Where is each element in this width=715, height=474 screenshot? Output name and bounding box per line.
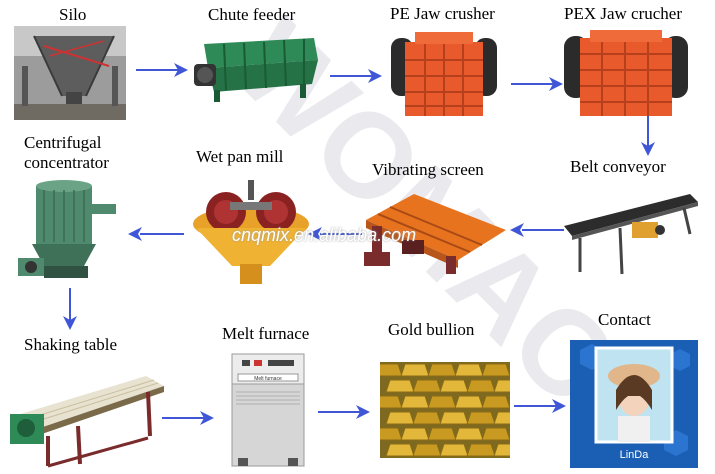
- label-shaking-table: Shaking table: [24, 335, 117, 354]
- gold-bar: [428, 428, 456, 440]
- gold-bar: [401, 396, 429, 408]
- gold-bar: [482, 396, 510, 408]
- label-silo: Silo: [59, 5, 86, 24]
- shaking-table-image: [8, 366, 168, 470]
- arrow-gold-to-contact: [512, 398, 568, 414]
- label-melt-furnace: Melt furnace: [222, 324, 309, 343]
- contact-card[interactable]: LinDa: [570, 340, 698, 468]
- pex-jaw-crusher-image: [562, 28, 690, 120]
- watermark-url: cnqmix.en.alibaba.com: [232, 226, 416, 245]
- label-vibrating-screen: Vibrating screen: [372, 160, 484, 179]
- arrow-pe-to-pex: [509, 76, 565, 92]
- gold-bullion-image: [380, 362, 510, 458]
- gold-bar: [455, 428, 483, 440]
- gold-bar: [440, 380, 468, 392]
- furnace-plate-text: Melt furnace: [254, 376, 282, 382]
- gold-bar: [380, 428, 402, 440]
- label-pex-jaw-crusher: PEX Jaw crucher: [564, 4, 682, 23]
- label-pe-jaw-crusher: PE Jaw crusher: [390, 4, 495, 23]
- label-chute-feeder: Chute feeder: [208, 5, 295, 24]
- gold-bar: [455, 364, 483, 376]
- gold-bar: [386, 412, 414, 424]
- contact-name: LinDa: [620, 449, 650, 461]
- label-centrifugal-line2: concentrator: [24, 153, 109, 172]
- arrow-pex-to-conveyor: [640, 114, 656, 158]
- label-contact: Contact: [598, 310, 651, 329]
- gold-bar: [482, 364, 510, 376]
- gold-bar: [455, 396, 483, 408]
- arrow-furnace-to-gold: [316, 404, 372, 420]
- arrow-feeder-to-pe: [328, 68, 384, 84]
- arrow-conveyor-to-screen: [508, 222, 566, 238]
- gold-bar: [494, 444, 510, 456]
- silo-image: [14, 26, 126, 120]
- gold-bar: [428, 396, 456, 408]
- arrow-silo-to-feeder: [134, 62, 190, 78]
- gold-bar: [482, 428, 510, 440]
- arrow-table-to-furnace: [160, 410, 216, 426]
- gold-bar: [494, 380, 510, 392]
- gold-bar: [380, 396, 402, 408]
- gold-bar: [401, 364, 429, 376]
- centrifugal-concentrator-image: [14, 180, 124, 284]
- label-centrifugal-line1: Centrifugal: [24, 133, 101, 152]
- gold-bar: [386, 380, 414, 392]
- gold-bar: [413, 444, 441, 456]
- gold-bar: [386, 444, 414, 456]
- label-belt-conveyor: Belt conveyor: [570, 157, 666, 176]
- label-wet-pan-mill: Wet pan mill: [196, 147, 283, 166]
- gold-bar: [467, 380, 495, 392]
- melt-furnace-image: Melt furnace: [228, 352, 308, 470]
- gold-bar: [413, 380, 441, 392]
- gold-bar: [428, 364, 456, 376]
- gold-bar: [401, 428, 429, 440]
- gold-bar: [440, 444, 468, 456]
- arrow-concentrator-to-table: [62, 286, 78, 332]
- gold-bar: [467, 444, 495, 456]
- label-gold-bullion: Gold bullion: [388, 320, 474, 339]
- belt-conveyor-image: [560, 192, 702, 276]
- gold-bar: [467, 412, 495, 424]
- gold-bar: [413, 412, 441, 424]
- chute-feeder-image: [194, 34, 324, 102]
- gold-bar: [440, 412, 468, 424]
- gold-bar: [494, 412, 510, 424]
- arrow-mill-to-concentrator: [126, 226, 186, 242]
- gold-bar: [380, 364, 402, 376]
- pe-jaw-crusher-image: [385, 30, 503, 122]
